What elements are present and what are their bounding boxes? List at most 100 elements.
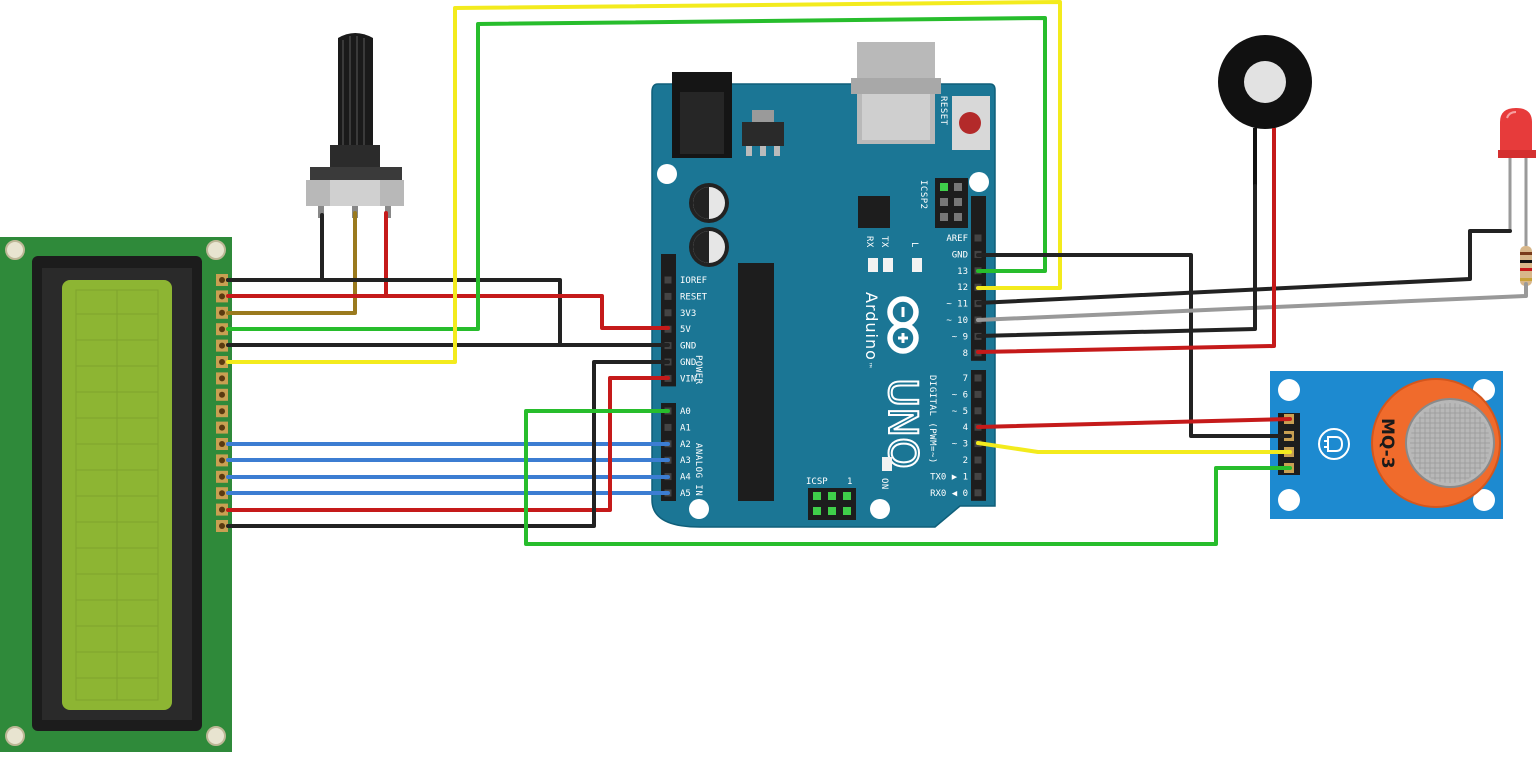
- reset-label: RESET: [938, 96, 948, 126]
- wire-yellow-d12: [226, 0, 1062, 364]
- wire-red-vin: [226, 376, 670, 512]
- power-section-label: POWER: [693, 355, 703, 385]
- lcd-pin-hole: [219, 523, 225, 529]
- wires: [226, 0, 1528, 546]
- analog-pin-label: A3: [680, 456, 691, 466]
- lcd-character-grid: [75, 289, 159, 701]
- red-led-icon: [1498, 108, 1536, 246]
- icsp2-pin: [954, 183, 962, 191]
- sensor-mount-hole: [1278, 489, 1300, 511]
- wire-green-a0-sensor: [524, 409, 1292, 546]
- sensor-label: MQ-3: [1377, 418, 1397, 469]
- l-led: [912, 258, 922, 272]
- icsp-label: ICSP: [806, 477, 828, 487]
- atmega-microcontroller: [738, 263, 774, 501]
- icsp2-pin: [940, 213, 948, 221]
- lcd-pin-hole: [219, 391, 225, 398]
- digital-section-label: DIGITAL (PWM=~): [927, 375, 937, 464]
- digital-pin-label: RX0 ◀ 0: [930, 489, 968, 499]
- pot-shaft-ridges: [342, 36, 365, 148]
- icsp-pin: [813, 492, 821, 500]
- arduino-brand-label: Arduino: [862, 292, 881, 361]
- header-pin: [974, 390, 982, 398]
- pot-collar: [330, 145, 380, 167]
- header-pin: [974, 472, 982, 480]
- icsp-pin: [828, 492, 836, 500]
- lcd-mount-hole: [5, 240, 25, 260]
- icsp2-pin: [954, 213, 962, 221]
- pot-pin-1: [318, 206, 324, 218]
- analog-pin-label: A4: [680, 473, 691, 483]
- arduino-tm: ™: [864, 362, 873, 368]
- header-pin: [974, 234, 982, 242]
- sensor-mount-hole: [1473, 489, 1495, 511]
- digital-pin-label: ~ 6: [952, 390, 968, 400]
- icsp2-pins: [940, 183, 962, 221]
- digital-pin-label: 13: [957, 267, 968, 277]
- piezo-buzzer-icon: [1218, 35, 1312, 198]
- icsp-pin: [813, 507, 821, 515]
- dc-power-jack-icon: [672, 72, 732, 158]
- power-pin-label: 3V3: [680, 309, 696, 319]
- header-pin: [664, 276, 672, 284]
- digital-pin-label: ~ 5: [952, 407, 968, 417]
- header-pin: [664, 292, 672, 300]
- lcd-header-pins: [216, 274, 228, 532]
- power-pin-label: RESET: [680, 292, 708, 302]
- digital-pin-label: ~ 11: [946, 300, 968, 310]
- resistor-icon: [1520, 246, 1532, 286]
- power-pin-label: 5V: [680, 325, 691, 335]
- capacitor-icon: [689, 183, 729, 223]
- on-label: ON: [879, 478, 889, 490]
- lcd-mount-hole: [5, 726, 25, 746]
- digital-pin-label: AREF: [946, 234, 968, 244]
- arduino-model-label: UNO: [879, 378, 925, 469]
- power-pin-label: VIN: [680, 374, 696, 384]
- digital-pin-label: 8: [963, 349, 968, 359]
- analog-pin-label: A1: [680, 423, 691, 433]
- mq3-gas-sensor-icon: MQ-3: [1270, 371, 1503, 519]
- lcd-pin-hole: [219, 342, 225, 349]
- potentiometer-icon: [306, 33, 404, 218]
- lcd-mount-hole: [206, 726, 226, 746]
- wire-red-d4-sensor: [976, 417, 1292, 429]
- digital-pin-label: GND: [952, 250, 968, 260]
- icsp2-label: ICSP2: [918, 180, 928, 210]
- lcd-pin-hole: [219, 293, 225, 300]
- tx-label: TX: [879, 236, 889, 248]
- digital-pin-label: 4: [963, 423, 968, 433]
- usb-connector-icon: [851, 42, 941, 144]
- lcd-pin-hole: [219, 375, 225, 382]
- lcd-pin-hole: [219, 277, 225, 283]
- rx-label: RX: [864, 236, 874, 248]
- reset-button[interactable]: [952, 96, 990, 150]
- header-pin: [974, 456, 982, 464]
- pot-pin-3: [385, 206, 391, 218]
- pot-body-top: [310, 167, 402, 181]
- digital-pin-label: 12: [957, 283, 968, 293]
- sensor-header: [1278, 413, 1300, 475]
- lcd-mount-hole: [206, 240, 226, 260]
- digital-pin-label: 7: [963, 374, 968, 384]
- sensor-mesh-lines: [1410, 403, 1490, 483]
- digital-pin-label: TX0 ▶ 1: [930, 472, 968, 482]
- l-label: L: [909, 242, 919, 248]
- icsp2-pin: [940, 198, 948, 206]
- digital-pin-label: 2: [963, 456, 968, 466]
- header-pin: [974, 374, 982, 382]
- icsp-pin: [843, 492, 851, 500]
- wire-black-gnd-sensor: [976, 253, 1292, 438]
- arduino-mount-hole: [689, 499, 709, 519]
- lcd-grid-border: [75, 289, 159, 701]
- header-pin: [664, 309, 672, 317]
- analog-pin-label: A0: [680, 407, 691, 417]
- icsp2-pin: [940, 183, 948, 191]
- lcd-pin-hole: [219, 326, 225, 333]
- arduino-uno-board: RESET ICSP2 TX RX L Arduino ™ UNO ON ICS…: [651, 42, 996, 528]
- tx-led: [868, 258, 878, 272]
- arduino-pcb: [651, 83, 996, 528]
- icsp-pin: [843, 507, 851, 515]
- lcd-pin-hole: [219, 490, 225, 497]
- wire-pot-brown: [226, 211, 357, 315]
